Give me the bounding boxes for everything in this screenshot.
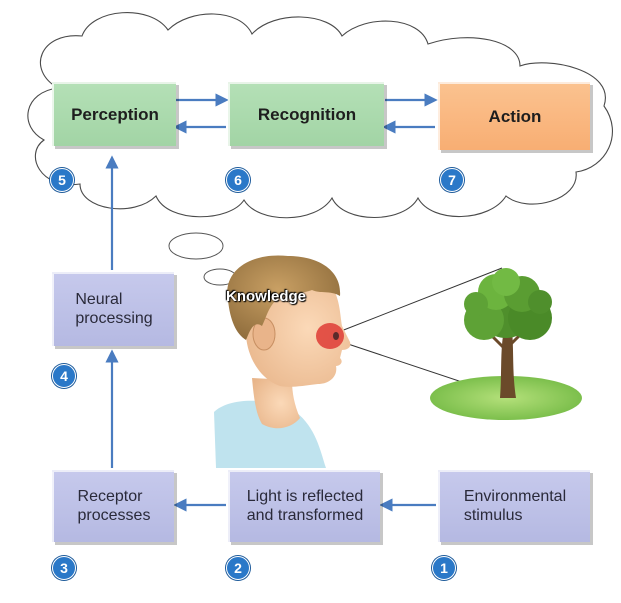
thought-bubble-large (168, 232, 224, 260)
recognition-label: Recognition (257, 104, 357, 124)
step-badge-3: 3 (52, 556, 76, 580)
environmental-stimulus-label: Environmental stimulus (463, 488, 567, 524)
step-badge-5: 5 (50, 168, 74, 192)
light-reflected-label: Light is reflected and transformed (246, 488, 364, 524)
step-badge-7: 7 (440, 168, 464, 192)
sight-line-top (335, 267, 503, 334)
perception-box: Perception (52, 82, 176, 146)
receptor-processes-box: Receptor processes (52, 470, 174, 542)
person-hair (227, 255, 341, 340)
receptor-processes-label: Receptor processes (77, 488, 151, 524)
light-reflected-box: Light is reflected and transformed (228, 470, 380, 542)
action-box: Action (438, 82, 590, 150)
person-illustration (214, 255, 351, 468)
step-badge-4: 4 (52, 364, 76, 388)
neural-processing-label: Neural processing (75, 291, 153, 327)
environmental-stimulus-box: Environmental stimulus (438, 470, 590, 542)
step-badge-6: 6 (226, 168, 250, 192)
person-neck (252, 378, 300, 429)
action-label: Action (488, 106, 542, 126)
step-badge-2: 2 (226, 556, 250, 580)
knowledge-label: Knowledge (226, 288, 307, 305)
recognition-box: Recognition (228, 82, 384, 146)
step-badge-1: 1 (432, 556, 456, 580)
perception-label: Perception (71, 104, 159, 124)
tree-illustration (430, 268, 582, 420)
person-eye-highlight (316, 323, 344, 349)
neural-processing-box: Neural processing (52, 272, 174, 346)
